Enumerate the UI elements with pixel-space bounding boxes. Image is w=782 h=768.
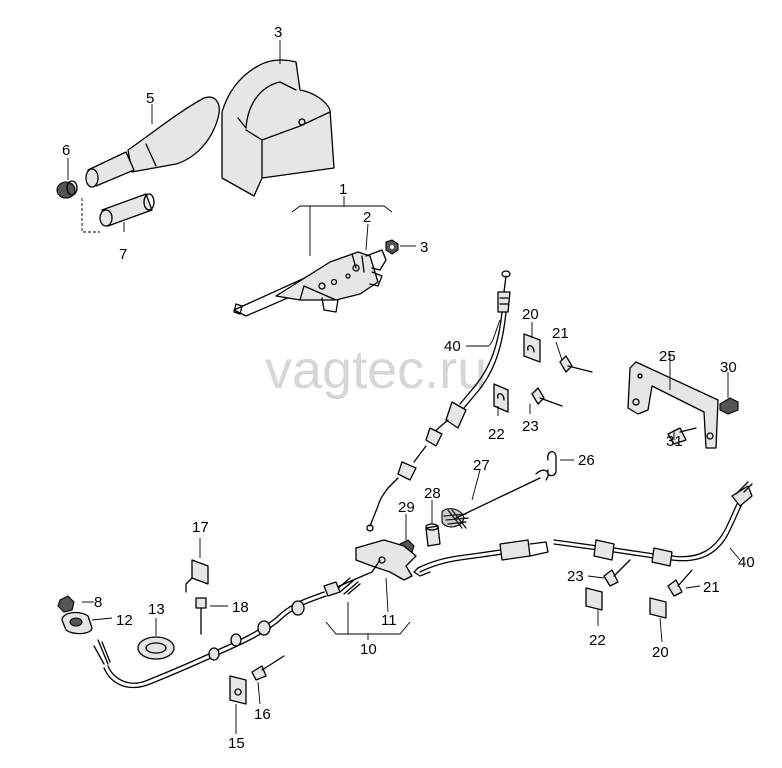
rivet-21-upper — [559, 355, 593, 373]
callout-5: 3 — [274, 24, 282, 41]
rivet-23-lower — [603, 559, 631, 587]
callout-26: 26 — [578, 452, 595, 469]
rivet-18 — [195, 597, 207, 635]
callout-23-upper: 23 — [522, 418, 539, 435]
lever-handle — [85, 96, 220, 188]
callout-18: 18 — [232, 599, 249, 616]
clip-20-lower — [649, 597, 667, 619]
callout-21-lower: 21 — [703, 579, 720, 596]
callout-40-upper: 40 — [444, 338, 461, 355]
cable-40-lower — [413, 481, 753, 577]
cable-10-left — [93, 571, 373, 689]
leader-lines — [67, 40, 741, 734]
bracket-25 — [627, 361, 719, 449]
callout-12: 12 — [116, 612, 133, 629]
callout-3: 3 — [420, 239, 428, 256]
clip-15 — [229, 675, 247, 705]
callout-1: 1 — [339, 181, 347, 198]
callout-13: 13 — [148, 601, 165, 618]
bolt-30 — [719, 397, 739, 415]
lever-cover — [221, 59, 335, 197]
hook-26 — [547, 451, 557, 477]
hex-nut-3 — [385, 239, 399, 255]
callout-29: 29 — [398, 499, 415, 516]
callout-15: 15 — [228, 735, 245, 752]
rivet-23-upper — [531, 387, 563, 407]
callout-11: 11 — [381, 612, 397, 629]
callout-30: 30 — [720, 359, 737, 376]
grip-sleeve — [99, 193, 155, 227]
clip-22-lower — [585, 587, 603, 611]
callout-9: 8 — [94, 594, 102, 611]
clip-20-upper — [523, 333, 541, 363]
callout-25: 25 — [659, 348, 676, 365]
equalizer-11 — [355, 539, 417, 581]
callout-10: 10 — [360, 641, 377, 658]
bolt-31 — [667, 427, 697, 445]
grommet-13 — [137, 636, 175, 660]
callout-labels: 3 5 6 7 1 2 3 40 20 21 22 23 25 30 31 26… — [62, 24, 755, 752]
rivet-16 — [251, 655, 285, 681]
clip-17 — [185, 559, 209, 593]
callout-20-upper: 20 — [522, 306, 539, 323]
callout-16: 16 — [254, 706, 271, 723]
callout-31: 31 — [666, 433, 683, 450]
callout-17: 17 — [192, 519, 209, 536]
callout-27: 27 — [473, 457, 490, 474]
nut-9 — [57, 595, 75, 613]
callout-7: 6 — [62, 142, 70, 159]
cable-40-upper — [366, 270, 511, 532]
callout-8: 7 — [119, 246, 127, 263]
callout-22-upper: 22 — [488, 426, 505, 443]
handbrake-lever — [233, 249, 387, 317]
callout-20-lower: 20 — [652, 644, 669, 661]
clip-22-upper — [493, 383, 509, 413]
callout-6: 5 — [146, 90, 154, 107]
rivet-21-lower — [667, 569, 693, 597]
callout-21-upper: 21 — [552, 325, 569, 342]
holder-12 — [61, 611, 93, 635]
callout-40-lower: 40 — [738, 554, 755, 571]
callout-28: 28 — [424, 485, 441, 502]
callout-23-lower: 23 — [567, 568, 584, 585]
adjuster-28 — [425, 523, 441, 547]
button-cap — [56, 180, 78, 199]
watermark: vagtec.ru — [265, 340, 487, 400]
callout-22-lower: 22 — [589, 632, 606, 649]
spring-rod — [441, 469, 549, 529]
callout-2: 2 — [363, 209, 371, 226]
